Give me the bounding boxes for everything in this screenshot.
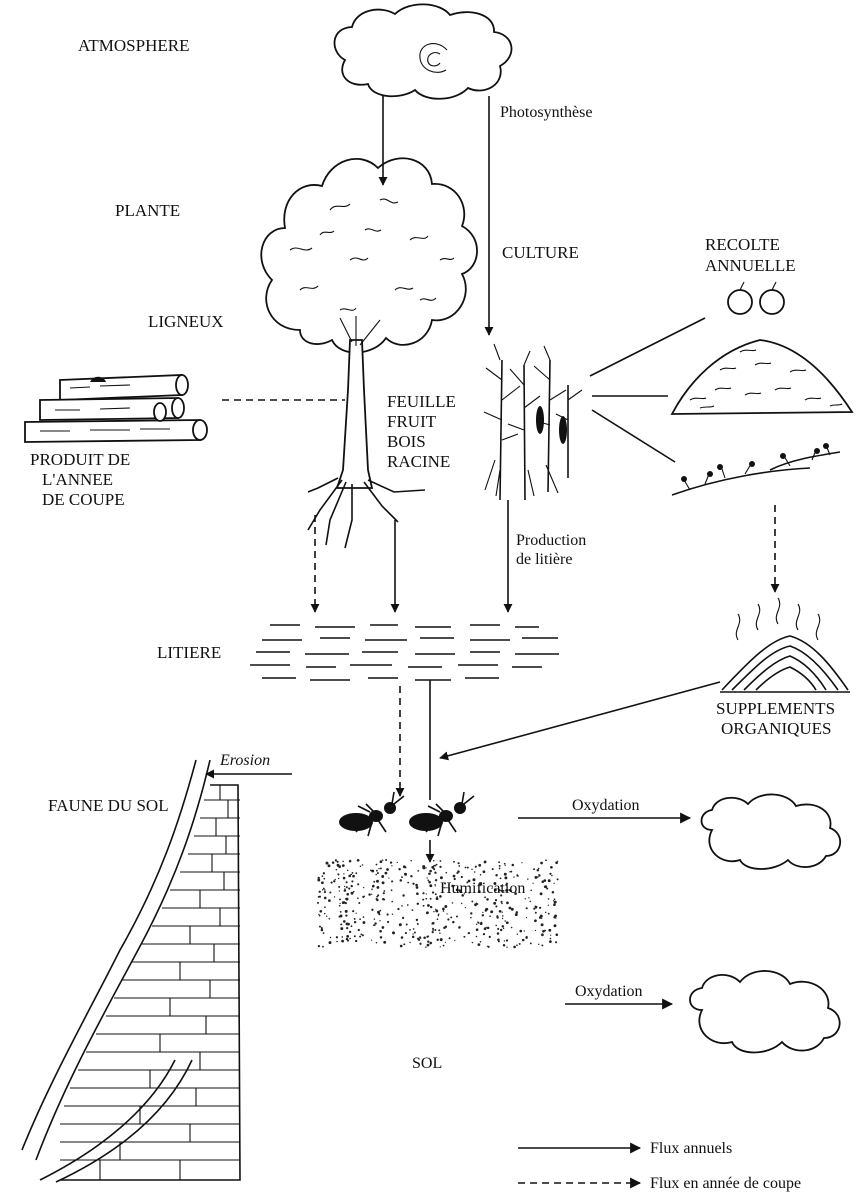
tree-icon [261, 158, 477, 548]
fruit-icons [728, 282, 784, 314]
label-produit-line3: DE COUPE [42, 490, 125, 509]
soil-block-icon [315, 855, 560, 950]
label-photosynthese: Photosynthèse [500, 104, 592, 121]
label-supplements-line1: SUPPLEMENTS [716, 699, 835, 718]
atmosphere-cloud-icon [335, 4, 512, 98]
legend-cutting-year-label: Flux en année de coupe [650, 1175, 801, 1192]
label-sol: SOL [412, 1055, 442, 1072]
label-oxydation-1: Oxydation [572, 797, 640, 814]
oxydation-cloud-icon-1 [702, 794, 841, 869]
oxydation-cloud-icon-2 [690, 971, 840, 1053]
label-atmosphere: ATMOSPHERE [78, 36, 189, 55]
label-ligneux: LIGNEUX [148, 312, 224, 331]
label-fruit: FRUIT [387, 412, 437, 431]
label-plante: PLANTE [115, 201, 180, 220]
litter-layer-icon [250, 625, 559, 680]
legend-annual-label: Flux annuels [650, 1140, 732, 1157]
label-supplements-line2: ORGANIQUES [721, 719, 832, 738]
erosion-wall-icon [22, 760, 240, 1182]
label-faune-du-sol: FAUNE DU SOL [48, 796, 169, 815]
label-racine: RACINE [387, 452, 450, 471]
label-litiere: LITIERE [157, 643, 221, 662]
label-erosion: Erosion [219, 752, 270, 769]
label-feuille: FEUILLE [387, 392, 456, 411]
compost-heap-icon [720, 598, 850, 692]
label-recolte-line2: ANNUELLE [705, 256, 796, 275]
label-production-line2: de litière [516, 551, 572, 568]
label-humification: Humification [440, 880, 525, 897]
label-produit-line1: PRODUIT DE [30, 450, 130, 469]
label-culture: CULTURE [502, 243, 579, 262]
cut-wood-logs-icon [25, 375, 207, 442]
link-crops-to-branch [592, 410, 675, 462]
label-recolte-line1: RECOLTE [705, 235, 780, 254]
arrow-supplements-to-fauna [440, 682, 720, 758]
soil-fauna-ants-icon [339, 792, 474, 836]
crop-plants-icon [484, 344, 582, 500]
harvest-heap-icon [672, 340, 852, 414]
label-production-line1: Production [516, 532, 586, 549]
label-produit-line2: L'ANNEE [42, 470, 113, 489]
link-crops-to-fruits [590, 318, 705, 376]
label-bois: BOIS [387, 432, 426, 451]
harvested-branch-icon [672, 443, 840, 495]
label-oxydation-2: Oxydation [575, 983, 643, 1000]
